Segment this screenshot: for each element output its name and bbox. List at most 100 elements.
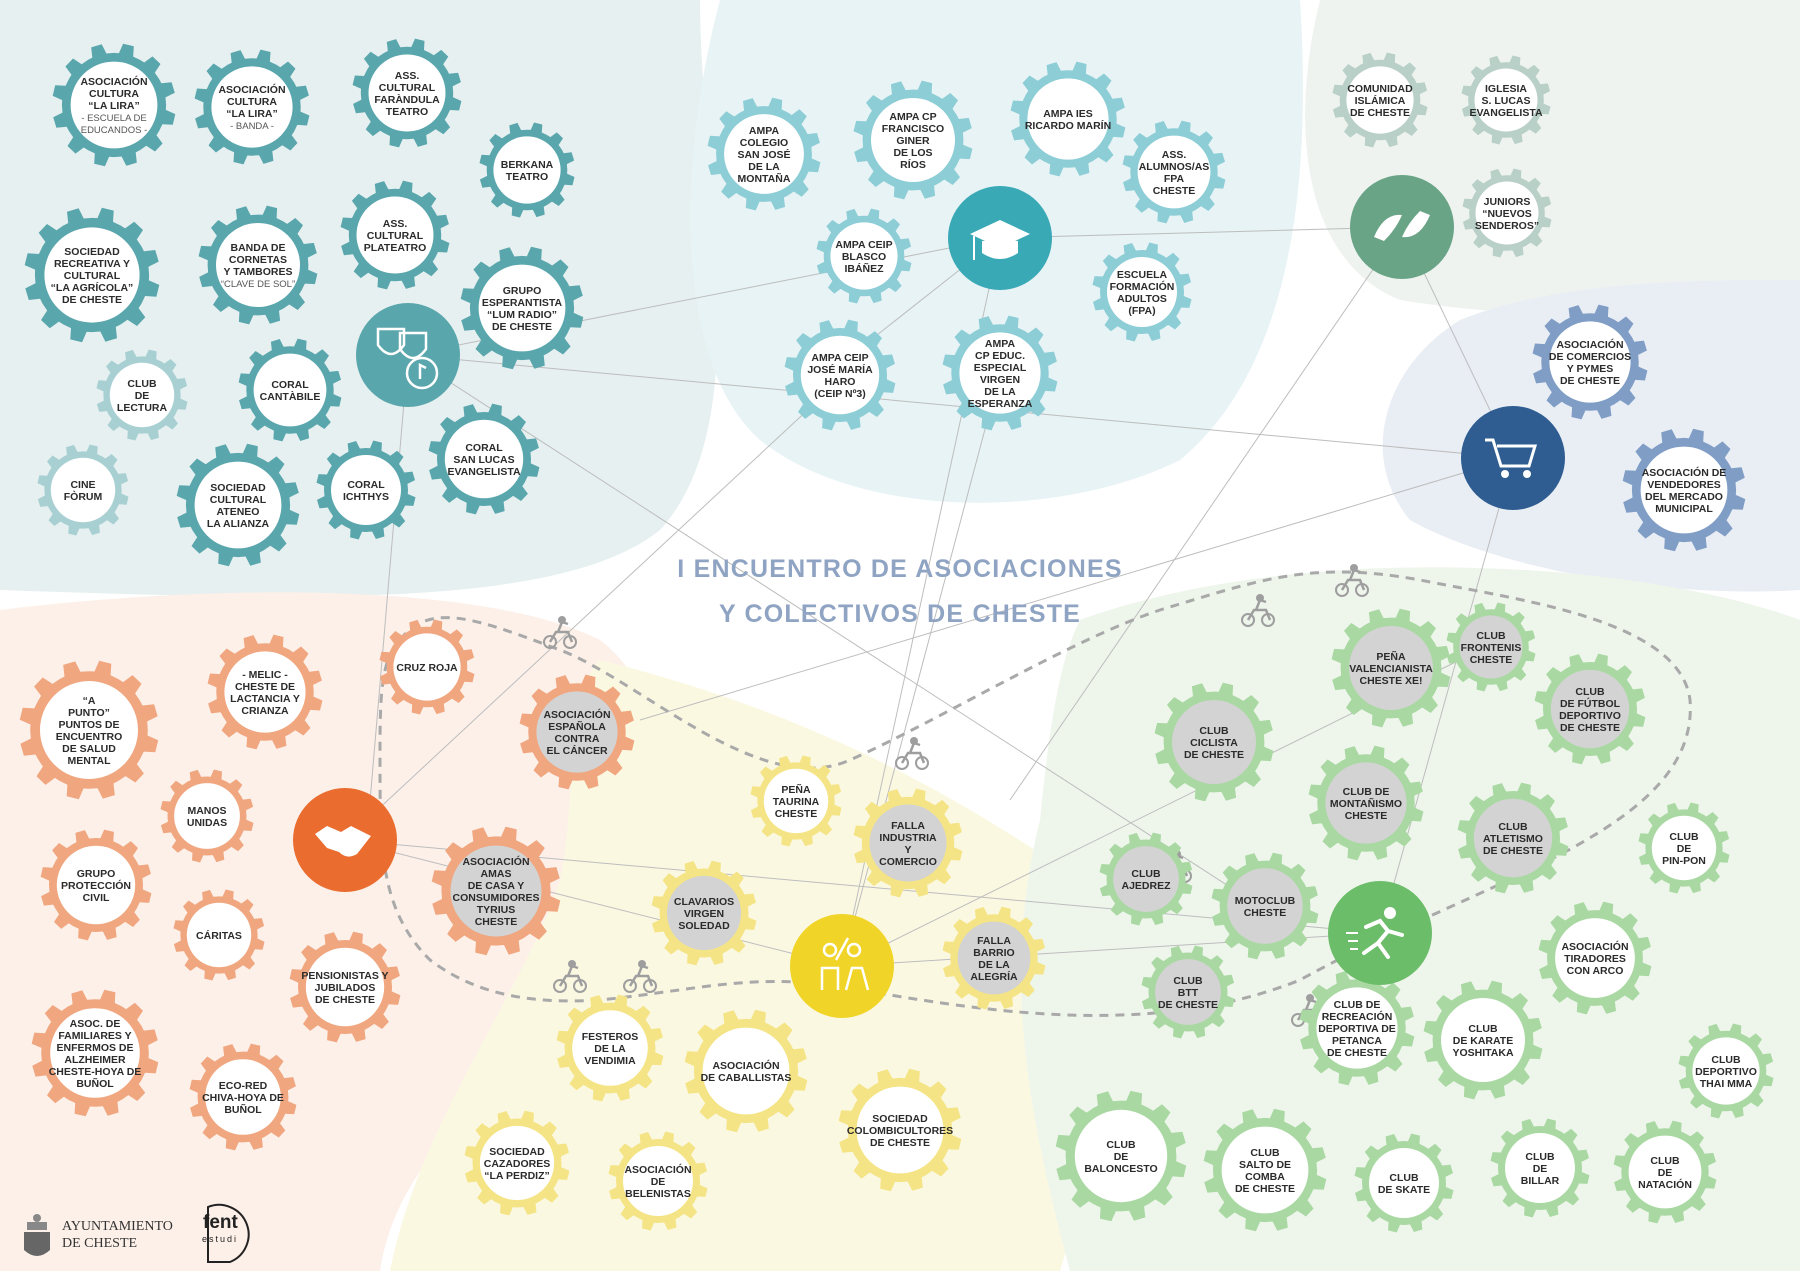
gear-label: DE SALUD — [62, 743, 116, 755]
gear-label: IGLESIA — [1485, 83, 1527, 95]
gear-label: CLUB — [1250, 1147, 1280, 1159]
gear-label: CLUB — [1106, 1139, 1136, 1151]
gear-label: PENSIONISTAS Y — [301, 970, 388, 982]
gear-label: ATLETISMO — [1483, 833, 1543, 845]
gear-label: CINE — [70, 479, 95, 491]
gear-label: CHESTE XE! — [1359, 675, 1422, 687]
gear-label: FALLA — [977, 935, 1011, 947]
gear-core — [368, 54, 446, 132]
motorcycle-route-dashed — [378, 570, 1692, 1017]
gear-core — [56, 845, 136, 925]
gear-label: FRANCISCO — [882, 123, 944, 135]
gear-core — [70, 61, 158, 149]
gear-label: ASOCIACIÓN DE — [1642, 466, 1727, 479]
motorcycle-icon — [623, 960, 657, 993]
gear-node-social: CRUZ ROJA — [379, 619, 475, 715]
gear-label: CLUB — [1711, 1054, 1741, 1066]
gear-label: CORAL — [465, 442, 503, 454]
hub-circle-commerce — [1461, 406, 1565, 510]
gear-label: CHESTE — [1153, 185, 1196, 197]
gear-core — [1474, 68, 1538, 132]
gear-label: DE CHESTE — [1560, 722, 1620, 734]
gear-label: CULTURA — [89, 88, 139, 100]
gear-core — [1346, 66, 1414, 134]
gear-label: Y PYMES — [1567, 363, 1614, 375]
gear-label: SALTO DE — [1239, 1159, 1291, 1171]
gear-label: AMPA — [749, 125, 780, 137]
gear-core — [1473, 798, 1553, 878]
gear-label: CULTURAL — [379, 82, 436, 94]
gear-label: VALENCIANISTA — [1349, 663, 1433, 675]
gear-label: AMPA CEIP — [835, 239, 892, 251]
gear-core — [1113, 846, 1179, 912]
gear-label: “NUEVOS — [1482, 208, 1532, 220]
gear-label: CLUB — [1199, 725, 1229, 737]
gear-core — [572, 1010, 648, 1086]
gear-label: CLUB — [1575, 686, 1605, 698]
gear-core — [1227, 868, 1303, 944]
gear-core — [1555, 918, 1635, 998]
gear-label: PROTECCIÓN — [61, 879, 131, 892]
gear-label: Y TAMBORES — [223, 266, 292, 278]
gear-core — [194, 461, 282, 549]
gear-label: TEATRO — [386, 106, 428, 118]
gear-core — [444, 419, 524, 499]
gear-label: CAZADORES — [484, 1158, 551, 1170]
gear-label: EL CÁNCER — [546, 744, 607, 757]
theatre-masks-music-icon — [356, 303, 460, 407]
gear-label: CLUB — [1476, 630, 1506, 642]
gear-label: ASOCIACIÓN — [218, 83, 285, 96]
bg-social — [0, 592, 670, 1271]
gear-core — [305, 947, 385, 1027]
motorcycle-icon — [553, 960, 587, 993]
gear-core — [1349, 626, 1433, 710]
gear-label: GRUPO — [503, 285, 542, 297]
gear-label: DE — [1533, 1163, 1548, 1175]
gear-label: ISLÁMICA — [1355, 94, 1406, 107]
gear-label: LA ALIANZA — [207, 518, 270, 530]
gear-label: CHESTE — [475, 916, 518, 928]
gear-label: BUÑOL — [76, 1077, 114, 1090]
gear-label: MUNICIPAL — [1655, 503, 1713, 515]
gear-sublabel: - ESCUELA DE — [81, 113, 146, 124]
gear-label: ASS. — [1162, 149, 1187, 161]
gear-label: “LA PERDIZ” — [484, 1170, 550, 1182]
gear-label: DEPORTIVO — [1695, 1066, 1757, 1078]
gear-label: CLUB DE — [1343, 786, 1390, 798]
gear-label: ATENEO — [217, 506, 260, 518]
gear-label: DE — [1677, 843, 1692, 855]
gear-label: FARÀNDULA — [374, 93, 440, 106]
gear-label: MENTAL — [68, 755, 112, 767]
gear-core — [224, 651, 306, 733]
shopping-cart-icon — [1461, 406, 1565, 510]
gear-label: AMPA — [985, 338, 1016, 350]
gear-core — [216, 223, 300, 307]
title-line-1: I ENCUENTRO DE ASOCIACIONES — [677, 555, 1122, 583]
gear-label: CHESTE — [775, 808, 818, 820]
connection-line — [639, 457, 1514, 721]
gear-label: “LUM RADIO” — [487, 309, 557, 321]
gear-core — [800, 335, 880, 415]
gear-label: (CEIP Nº3) — [814, 388, 866, 400]
gear-label: COMBA — [1245, 1171, 1285, 1183]
gear-core — [1550, 669, 1630, 749]
gear-label: VENDEDORES — [1647, 479, 1721, 491]
gear-label: CHESTE-HOYA DE — [49, 1066, 142, 1078]
gear-label: DEL MERCADO — [1645, 491, 1723, 503]
gear-label: SOCIEDAD — [210, 482, 266, 494]
gear-sublabel: - BANDA - — [230, 121, 274, 132]
